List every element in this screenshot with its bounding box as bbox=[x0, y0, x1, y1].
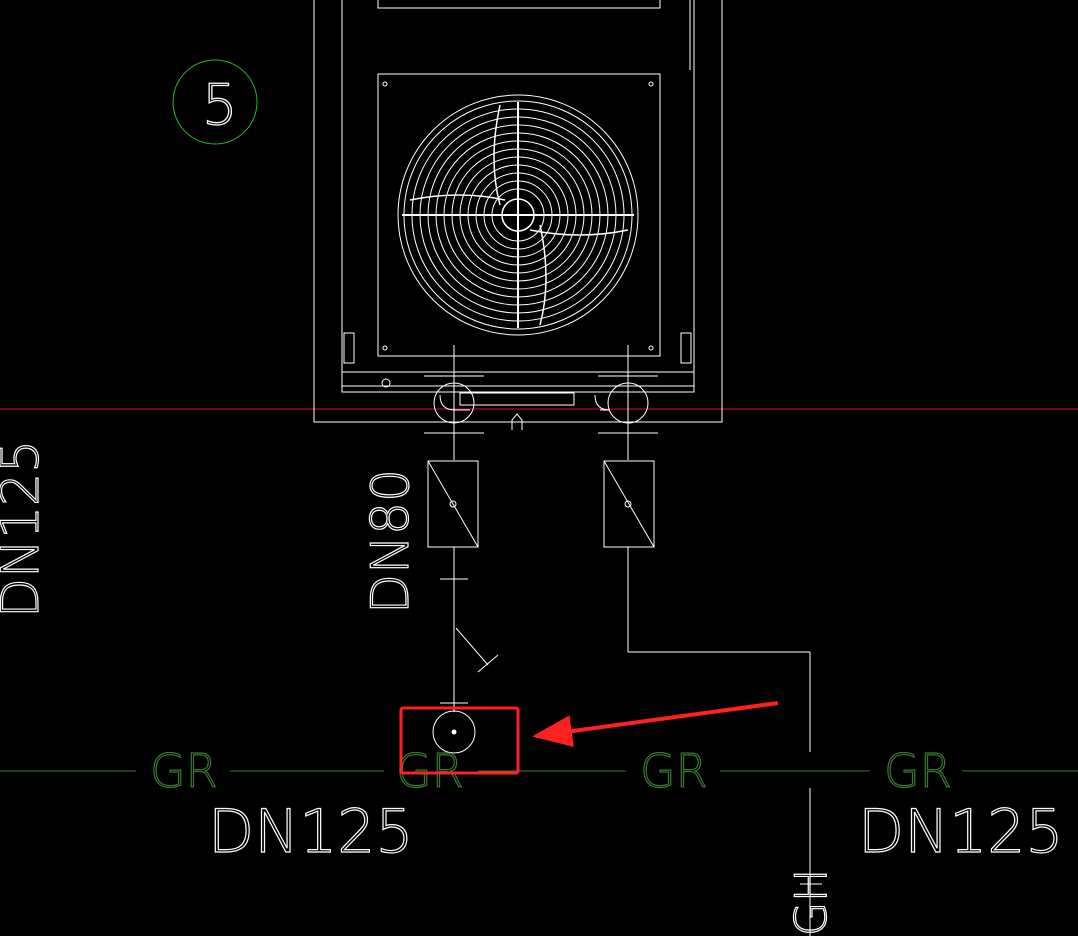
pipe-connections bbox=[424, 345, 658, 460]
highlight-arrow bbox=[532, 701, 779, 747]
main-size-label-right: DN125 bbox=[858, 797, 1064, 867]
main-size-label-left: DN125 bbox=[208, 797, 414, 867]
highlight-box bbox=[399, 706, 520, 775]
supply-branch[interactable] bbox=[427, 460, 499, 712]
branch-size-label: DN80 bbox=[361, 469, 421, 614]
main-pipe-label: GR bbox=[396, 744, 464, 798]
main-pipe-label: GR bbox=[884, 744, 952, 798]
return-branch[interactable] bbox=[603, 460, 822, 936]
main-pipe-label: GR bbox=[640, 744, 708, 798]
grid-bubble-label: 5 bbox=[202, 73, 238, 138]
main-pipe-label: GR bbox=[150, 744, 218, 798]
left-vertical-size-label: DN125 bbox=[0, 440, 51, 618]
grid-bubble[interactable]: 5 bbox=[172, 59, 258, 145]
bottom-vertical-label: GH bbox=[786, 869, 837, 936]
heat-pump-unit[interactable] bbox=[313, 0, 723, 430]
riser-pipe-icon[interactable] bbox=[432, 710, 476, 754]
fan-icon bbox=[397, 94, 639, 336]
